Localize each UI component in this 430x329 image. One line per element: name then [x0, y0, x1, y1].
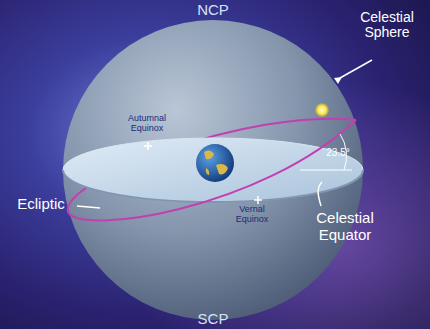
- equinox-tick: [254, 199, 262, 201]
- equinox-label: Vernal Equinox: [222, 205, 282, 225]
- ecliptic-label: Ecliptic: [6, 196, 76, 213]
- sphere-label: Celestial Sphere: [347, 10, 427, 41]
- equinox-tick: [144, 145, 152, 147]
- earth-land: [204, 150, 228, 175]
- sun: [315, 103, 329, 117]
- sphere: [63, 20, 363, 320]
- equinox-label: Autumnal Equinox: [112, 114, 182, 134]
- leader-arrowhead: [334, 77, 342, 84]
- leader-line: [340, 60, 372, 78]
- pole-label: SCP: [188, 311, 238, 328]
- equator-label: Celestial Equator: [300, 210, 390, 243]
- leader-line: [77, 206, 100, 208]
- leader-line: [318, 182, 322, 206]
- ecliptic-front: [68, 120, 356, 220]
- angle-label: 23.5°: [318, 147, 358, 158]
- earth: [196, 144, 234, 182]
- pole-label: NCP: [188, 2, 238, 19]
